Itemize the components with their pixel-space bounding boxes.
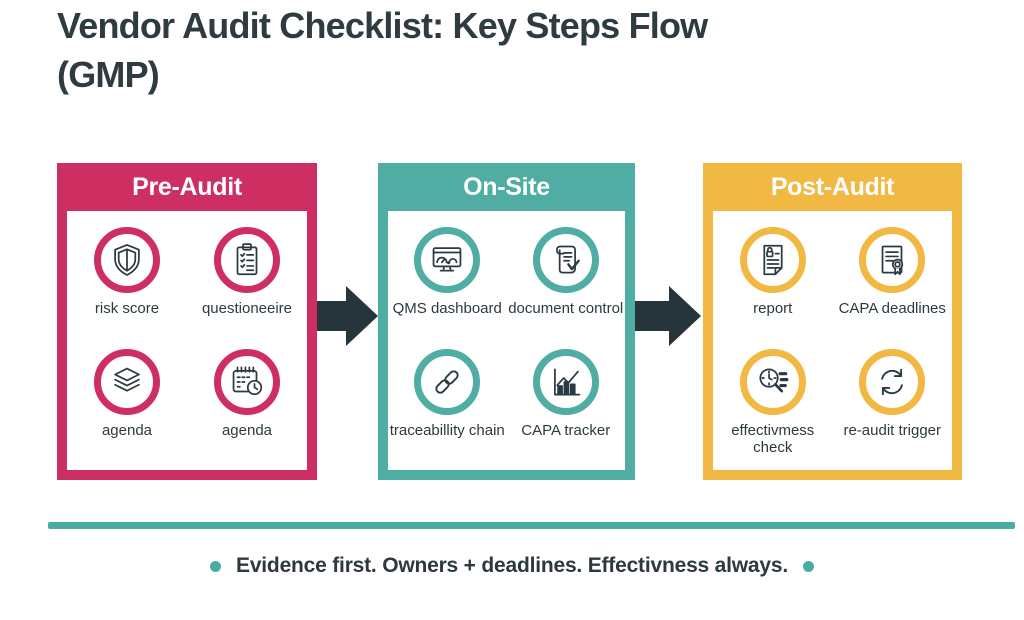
icon-ring — [214, 227, 280, 293]
panel-post-audit-body: report CAPA deadlines — [713, 211, 952, 470]
step-questionnaire: questioneeire — [187, 223, 307, 345]
icon-ring — [532, 348, 599, 415]
calendar-clock-icon — [228, 363, 266, 401]
arrow-right-icon — [635, 301, 669, 331]
chain-link-icon — [428, 363, 466, 401]
step-traceability-chain: traceabillity chain — [388, 345, 507, 467]
icon-ring — [739, 348, 806, 415]
step-risk-score: risk score — [67, 223, 187, 345]
arrow-right-icon — [669, 286, 701, 346]
icon-ring — [414, 227, 481, 293]
arrow-right-icon — [346, 286, 378, 346]
step-capa-deadlines: CAPA deadlines — [833, 223, 953, 345]
layers-icon — [108, 363, 146, 401]
step-re-audit-trigger: re-audit trigger — [833, 345, 953, 467]
flow-arrow-1 — [317, 163, 378, 480]
bar-chart-icon — [547, 363, 585, 401]
step-label: report — [753, 300, 793, 317]
step-label: agenda — [221, 421, 273, 439]
icon-ring — [94, 348, 160, 415]
panel-on-site-body: QMS dashboard document control — [388, 211, 625, 470]
icon-ring — [214, 348, 280, 415]
footer-divider — [48, 522, 1015, 529]
audit-flow-diagram: Pre-Audit risk score — [57, 163, 962, 480]
step-label: QMS dashboard — [392, 300, 502, 317]
step-label: questioneeire — [201, 300, 293, 317]
icon-ring — [532, 227, 599, 293]
report-document-icon — [754, 241, 792, 279]
icon-ring — [414, 348, 481, 415]
step-qms-dashboard: QMS dashboard — [388, 223, 507, 345]
magnifier-clock-icon — [754, 363, 792, 401]
step-label: traceabillity chain — [389, 421, 505, 439]
bullet-dot-icon — [802, 560, 814, 572]
panel-pre-audit: Pre-Audit risk score — [57, 163, 317, 480]
icon-ring — [859, 348, 926, 415]
step-label: agenda — [101, 421, 153, 439]
step-effectiveness-check: effectivmess check — [713, 345, 833, 467]
page-title: Vendor Audit Checklist: Key Steps Flow (… — [57, 2, 957, 100]
icon-ring — [94, 227, 160, 293]
panel-pre-audit-body: risk score questioneei — [67, 211, 307, 470]
clipboard-checklist-icon — [228, 241, 266, 279]
certificate-icon — [873, 241, 911, 279]
page-title-line1: Vendor Audit Checklist: Key Steps Flow — [57, 5, 708, 46]
arrow-right-icon — [317, 301, 346, 331]
panel-pre-audit-title: Pre-Audit — [132, 172, 242, 201]
bullet-dot-icon — [210, 560, 222, 572]
step-label: effectivmess check — [731, 421, 815, 456]
step-agenda-layers: agenda — [67, 345, 187, 467]
step-label: CAPA tracker — [521, 421, 611, 439]
scroll-check-icon — [547, 241, 585, 279]
step-label: re-audit trigger — [843, 421, 942, 439]
panel-post-audit: Post-Audit report — [703, 163, 962, 480]
monitor-gauge-icon — [428, 241, 466, 279]
panel-on-site: On-Site — [378, 163, 635, 480]
step-label: CAPA deadlines — [838, 300, 946, 317]
step-label: risk score — [94, 300, 160, 317]
icon-ring — [859, 227, 926, 293]
step-document-control: document control — [507, 223, 626, 345]
shield-icon — [108, 241, 146, 279]
refresh-cycle-icon — [873, 363, 911, 401]
step-capa-tracker: CAPA tracker — [507, 345, 626, 467]
step-label: document control — [508, 300, 624, 317]
panel-on-site-title: On-Site — [463, 172, 550, 201]
step-agenda-calendar: agenda — [187, 345, 307, 467]
step-report: report — [713, 223, 833, 345]
panel-post-audit-title: Post-Audit — [770, 172, 895, 201]
page-title-line2: (GMP) — [57, 53, 160, 95]
footer-tagline: Evidence first. Owners + deadlines. Effe… — [0, 554, 1024, 578]
footer-tagline-text: Evidence first. Owners + deadlines. Effe… — [236, 554, 788, 577]
icon-ring — [739, 227, 806, 293]
flow-arrow-2 — [635, 163, 703, 480]
